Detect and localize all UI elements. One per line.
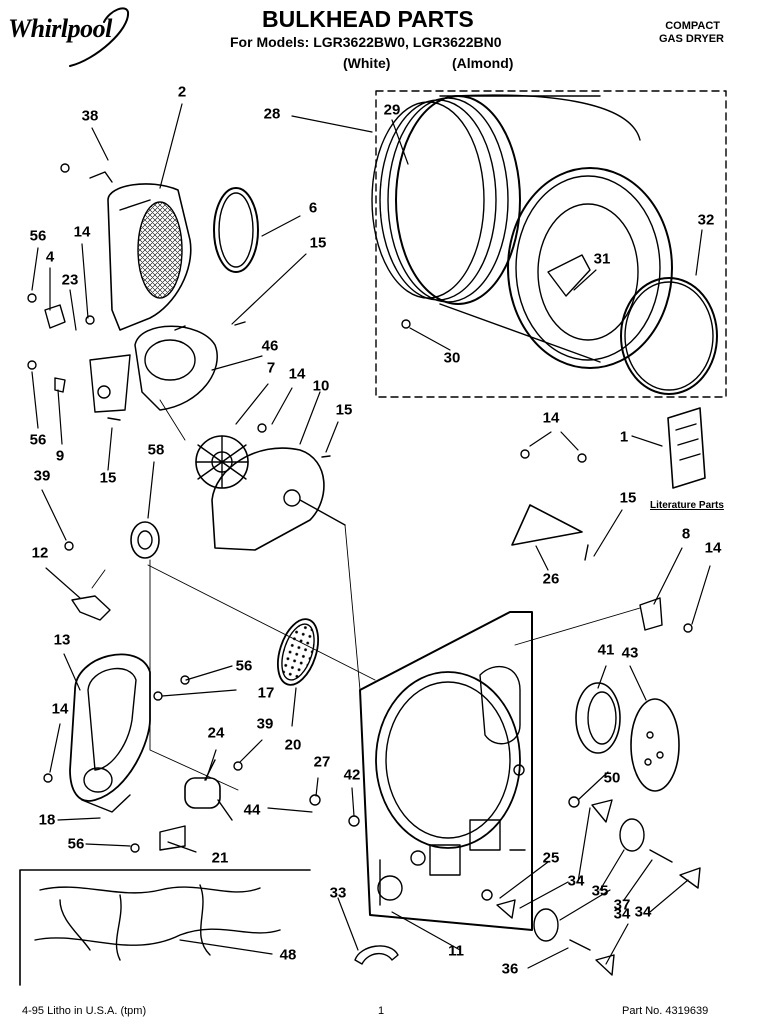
callout-label: 14: [51, 700, 69, 718]
blower-housing-front: [107, 183, 192, 331]
callout-label: 26: [542, 570, 560, 588]
bracket-21: [159, 825, 186, 851]
brand-logo: Whirlpool: [8, 14, 112, 43]
callout-label: 35: [591, 882, 609, 900]
drum-group-box: [375, 90, 727, 398]
callout-label: 48: [279, 946, 297, 964]
callout-label: 2: [177, 83, 187, 101]
callout-label: 56: [235, 657, 253, 675]
footer-part-number: Part No. 4319639: [622, 1005, 709, 1017]
footer-print-info: 4-95 Litho in U.S.A. (tpm): [22, 1005, 147, 1017]
callout-label: 28: [263, 105, 281, 123]
brand-swoosh-icon: [69, 7, 130, 67]
hardware-parts: [27, 163, 701, 976]
callout-label: 36: [501, 960, 519, 978]
footer-page-number: 1: [378, 1005, 385, 1017]
callout-label: 13: [53, 631, 71, 649]
callout-label: 15: [335, 401, 353, 419]
impeller-plate: [630, 698, 680, 792]
literature-parts-label: Literature Parts: [650, 500, 724, 511]
wire-harness-box: [19, 869, 311, 986]
callout-label: 10: [312, 377, 330, 395]
product-type-line1: COMPACT: [665, 20, 720, 32]
callout-label: 34: [634, 903, 652, 921]
callout-label: 14: [73, 223, 91, 241]
callout-label: 15: [309, 234, 327, 252]
callout-label: 34: [613, 905, 631, 923]
callout-label: 32: [697, 211, 715, 229]
callout-label: 56: [67, 835, 85, 853]
drum-seal: [620, 277, 718, 395]
callout-label: 4: [45, 248, 55, 266]
callout-label: 23: [61, 271, 79, 289]
callout-label: 50: [603, 769, 621, 787]
callout-label: 7: [266, 359, 276, 377]
callout-label: 24: [207, 724, 225, 742]
bearing-58: [130, 521, 160, 559]
callout-label: 15: [619, 489, 637, 507]
callout-label: 44: [243, 801, 261, 819]
variant-almond: (Almond): [452, 55, 514, 71]
callout-label: 21: [211, 849, 229, 867]
callout-label: 58: [147, 441, 165, 459]
bulkhead-panel: [359, 611, 533, 931]
callout-label: 29: [383, 101, 401, 119]
callout-label: 15: [99, 469, 117, 487]
callout-label: 39: [33, 467, 51, 485]
page-title: BULKHEAD PARTS: [262, 6, 474, 32]
callout-label: 37: [613, 896, 631, 914]
callout-label: 34: [567, 872, 585, 890]
drum-baffle: [547, 254, 591, 297]
blower-housing-rear: [211, 447, 346, 551]
support-26: [511, 504, 583, 546]
callout-label: 46: [261, 337, 279, 355]
callout-label: 17: [257, 684, 275, 702]
callout-label: 30: [443, 349, 461, 367]
callout-label: 38: [81, 107, 99, 125]
exhaust-duct: [69, 653, 151, 813]
assembly-lines: [91, 399, 641, 791]
callout-label: 39: [256, 715, 274, 733]
variant-white: (White): [343, 55, 391, 71]
callout-label: 33: [329, 884, 347, 902]
literature-booklet: [667, 407, 706, 489]
callout-label: 6: [308, 199, 318, 217]
drum: [371, 94, 673, 369]
callout-label: 11: [448, 942, 464, 960]
lint-duct: [89, 325, 218, 413]
lint-filter: [277, 618, 319, 686]
callout-label: 42: [343, 766, 361, 784]
callout-label: 56: [29, 227, 47, 245]
product-type-line2: GAS DRYER: [659, 33, 724, 45]
belt-ring: [213, 187, 259, 273]
callout-label: 18: [38, 811, 56, 829]
callout-label: 31: [593, 250, 611, 268]
motor-mount: [575, 682, 621, 754]
models-line: For Models: LGR3622BW0, LGR3622BN0: [230, 34, 502, 50]
callout-label: 1: [619, 428, 629, 446]
blower-wheel: [195, 435, 249, 489]
callout-label: 9: [55, 447, 65, 465]
callout-label: 12: [31, 544, 49, 562]
callout-label: 14: [542, 409, 560, 427]
leader-lines: [31, 103, 711, 969]
callout-label: 14: [288, 365, 306, 383]
callout-label: 56: [29, 431, 47, 449]
callout-label: 8: [681, 525, 691, 543]
callout-label: 20: [284, 736, 302, 754]
callout-label: 41: [597, 641, 615, 659]
bracket-12: [71, 595, 111, 621]
callout-label: 27: [313, 753, 331, 771]
bracket-8: [639, 597, 663, 631]
callout-label: 43: [621, 644, 639, 662]
callout-label: 25: [542, 849, 560, 867]
callout-label: 14: [704, 539, 722, 557]
